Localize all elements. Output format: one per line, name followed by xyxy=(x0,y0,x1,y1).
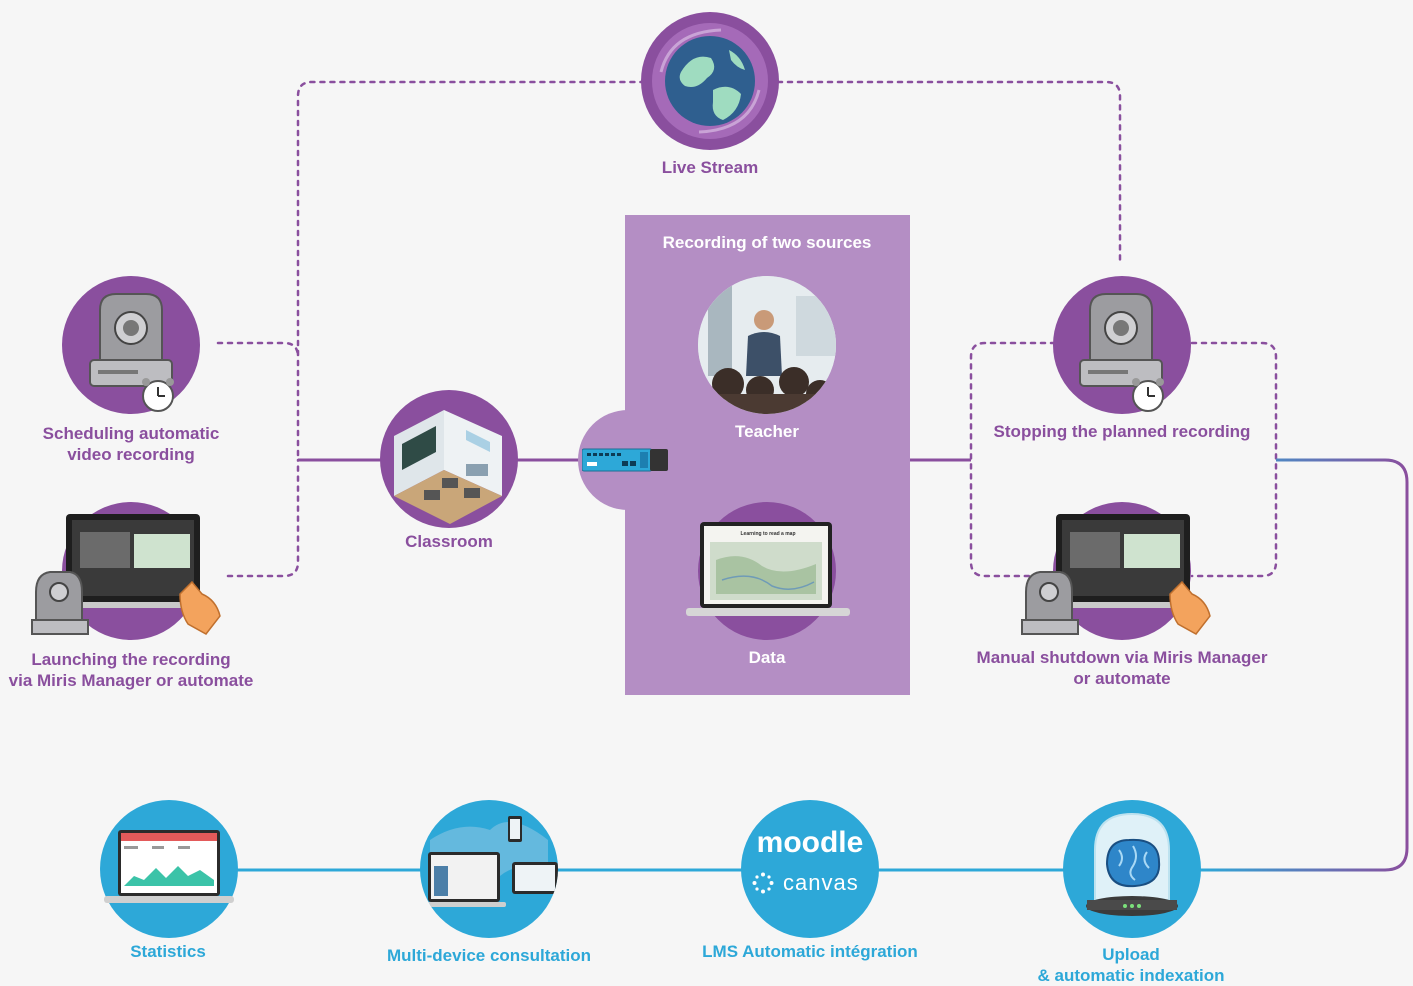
multi-device-node xyxy=(420,800,558,938)
classroom-label: Classroom xyxy=(405,532,493,551)
upload-node xyxy=(1063,800,1201,938)
statistics-label: Statistics xyxy=(130,942,206,961)
classroom-node xyxy=(380,390,518,528)
statistics-laptop-icon xyxy=(104,830,234,906)
globe-icon xyxy=(652,23,768,139)
lms-label: LMS Automatic intégration xyxy=(702,942,918,961)
dashed-line-launching xyxy=(226,458,300,578)
stopping-label: Stopping the planned recording xyxy=(993,422,1251,441)
multi-device-icon xyxy=(422,816,558,907)
lms-node xyxy=(741,800,879,938)
laptop-touch-camera-icon-right xyxy=(1020,512,1215,637)
recorder-box-icon xyxy=(582,448,668,472)
recording-panel-title: Recording of two sources xyxy=(662,233,872,252)
data-label: Data xyxy=(748,648,786,667)
canvas-logo-icon xyxy=(752,872,774,894)
ptz-camera-alarm-icon-right xyxy=(1078,290,1178,415)
canvas-logo-text: canvas xyxy=(783,870,859,895)
data-laptop-screen-title: Learning to read a map xyxy=(740,531,796,537)
solid-line-to-upload xyxy=(1200,458,1409,872)
moodle-logo: moodle xyxy=(756,826,864,859)
laptop-touch-camera-icon xyxy=(30,512,225,637)
teacher-node xyxy=(698,276,836,414)
classroom-icon xyxy=(394,410,502,524)
dashed-line-to-live-stream xyxy=(296,80,644,457)
multi-device-label: Multi-device consultation xyxy=(386,946,592,965)
brain-dome-icon xyxy=(1086,812,1178,916)
data-laptop-icon xyxy=(682,520,854,620)
teacher-photo-icon xyxy=(698,276,836,414)
live-stream-node xyxy=(641,12,779,150)
teacher-label: Teacher xyxy=(735,422,799,441)
ptz-camera-alarm-icon xyxy=(88,290,188,415)
live-stream-label: Live Stream xyxy=(661,158,759,177)
dashed-line-from-live-stream xyxy=(776,80,1122,262)
dashed-line-scheduling xyxy=(216,341,300,359)
